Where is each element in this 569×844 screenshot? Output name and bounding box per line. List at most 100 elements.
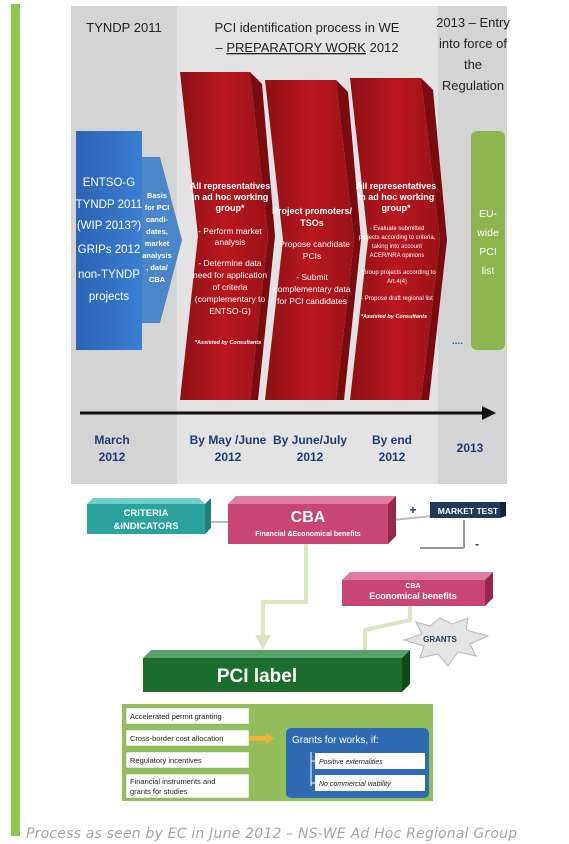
svg-text:CBA: CBA: [149, 275, 166, 284]
grants-burst: [402, 617, 490, 667]
svg-text:wide: wide: [476, 227, 499, 239]
svg-text:taking into account: taking into account: [372, 244, 422, 250]
connector-lines: [202, 515, 465, 549]
cba-to-pci-arrowhead: [255, 635, 271, 650]
criteria-label-1: CRITERIA: [124, 508, 169, 519]
benefit-cost-allocation: Cross-border cost allocation: [130, 734, 223, 743]
svg-text:list: list: [482, 265, 495, 277]
svg-text:GRIPs 2012: GRIPs 2012: [78, 244, 141, 256]
plus-sign: +: [409, 503, 416, 517]
svg-text:(complementary to: (complementary to: [195, 294, 266, 304]
benefit-accelerated-permit: Accelerated permit granting: [130, 712, 222, 721]
grants-label: GRANTS: [423, 635, 457, 644]
svg-text:candi-: candi-: [146, 215, 169, 224]
svg-text:Project promoters/: Project promoters/: [272, 206, 353, 216]
benefit-items: [125, 707, 250, 799]
process-step-1: [180, 72, 275, 400]
svg-text:dates,: dates,: [146, 227, 168, 236]
svg-text:projects according to criteria: projects according to criteria,: [359, 235, 436, 241]
left-accent-bar: [11, 4, 20, 836]
condition-box-2: [315, 775, 425, 791]
cba-title: CBA: [291, 509, 326, 526]
svg-text:*Assisted by Consultants: *Assisted by Consultants: [361, 314, 427, 320]
criteria-label-2: &INDICATORS: [113, 521, 178, 532]
svg-text:(WIP 2013?): (WIP 2013?): [77, 220, 142, 232]
benefit-financial-instruments: Financial instruments and: [130, 777, 215, 786]
cba-economical-box: [342, 572, 493, 606]
condition-no-commercial-viability: No commercial viability: [319, 781, 391, 788]
minus-sign: -: [475, 537, 479, 551]
svg-text:PCI: PCI: [479, 246, 497, 258]
svg-text:market: market: [145, 239, 170, 248]
process-step-1-text: All representatives in ad hoc working gr…: [190, 181, 271, 346]
svg-text:*Assisted by Consultants: *Assisted by Consultants: [195, 340, 261, 346]
svg-text:ENTSO-G: ENTSO-G: [83, 177, 135, 189]
svg-text:for PCI: for PCI: [145, 203, 170, 212]
svg-text:All representatives: All representatives: [190, 181, 271, 191]
pci-label-box: [143, 650, 410, 692]
svg-text:need for application: need for application: [193, 270, 267, 280]
timeline-end: By end: [372, 433, 412, 447]
condition-box-1: [315, 753, 425, 769]
header-pci-process: PCI identification process in WE: [215, 20, 400, 35]
svg-text:Basis: Basis: [147, 191, 167, 200]
svg-text:TYNDP 2011: TYNDP 2011: [76, 199, 143, 211]
yellow-connector: [249, 736, 269, 741]
svg-text:2013 – Entry: 2013 – Entry: [436, 15, 510, 30]
ellipsis: ....: [452, 336, 463, 347]
svg-text:ENTSO-G): ENTSO-G): [209, 306, 251, 316]
svg-text:complementary data: complementary data: [273, 284, 350, 294]
grants-for-works-title: Grants for works, if:: [292, 735, 379, 746]
timeline-june-july: By June/July: [273, 433, 347, 447]
basis-arrow-text: Basis for PCI candi- dates, market analy…: [142, 191, 172, 284]
svg-text:for PCI candidates: for PCI candidates: [277, 296, 347, 306]
svg-text:Regulation: Regulation: [442, 78, 504, 93]
svg-text:2012: 2012: [99, 450, 126, 464]
header-preparatory-work: – PREPARATORY WORK 2012: [215, 40, 398, 55]
svg-text:in ad hoc working: in ad hoc working: [358, 192, 435, 202]
svg-text:2012: 2012: [297, 450, 324, 464]
timeline-march: March: [94, 433, 129, 447]
source-projects-box: [76, 131, 142, 350]
market-test-box: [430, 502, 506, 518]
pci-process-diagram: TYNDP 2011 PCI identification process in…: [71, 6, 510, 484]
svg-text:non-TYNDP: non-TYNDP: [78, 269, 140, 281]
timeline-may-june: By May /June: [190, 433, 267, 447]
svg-text:- Propose draft regional list: - Propose draft regional list: [361, 296, 433, 302]
svg-text:2012: 2012: [379, 450, 406, 464]
market-test-label: MARKET TEST: [438, 506, 499, 516]
svg-text:TSOs: TSOs: [300, 218, 324, 228]
pci-label-diagram: CRITERIA &INDICATORS CBA Financial &Econ…: [87, 496, 506, 801]
svg-text:group*: group*: [382, 203, 411, 213]
svg-text:analysis: analysis: [215, 237, 246, 247]
timeline-2013: 2013: [457, 441, 484, 455]
cba-box: [228, 496, 396, 544]
cba2-to-pci-arrow: [363, 603, 412, 655]
process-step-2: [265, 80, 361, 400]
svg-text:, data/: , data/: [146, 263, 169, 272]
svg-text:- Determine data: - Determine data: [198, 258, 262, 268]
svg-text:PCIs: PCIs: [303, 251, 321, 261]
basis-arrow: [142, 157, 182, 323]
svg-text:projects: projects: [89, 291, 130, 303]
process-step-3: [350, 78, 447, 400]
figure-caption: Process as seen by EC in June 2012 – NS-…: [26, 826, 518, 842]
benefit-regulatory-incentives: Regulatory incentives: [130, 756, 202, 765]
process-step-2-text: Project promoters/ TSOs - Propose candid…: [272, 206, 353, 306]
svg-text:All representatives: All representatives: [356, 181, 437, 191]
header-2013-entry: 2013 – Entry into force of the Regulatio…: [436, 15, 510, 93]
svg-text:- Submit: - Submit: [296, 272, 328, 282]
svg-text:analysis: analysis: [142, 251, 172, 260]
svg-text:the: the: [464, 57, 482, 72]
svg-text:into force of: into force of: [439, 36, 507, 51]
svg-text:Art.4(4): Art.4(4): [387, 279, 407, 285]
svg-text:group*: group*: [216, 203, 245, 213]
timeline-arrow: [80, 406, 496, 420]
svg-text:- Propose candidate: - Propose candidate: [274, 239, 350, 249]
eu-wide-pci-list-text: EU- wide PCI list: [476, 208, 499, 277]
svg-text:ACER/NRA opinions: ACER/NRA opinions: [370, 253, 425, 259]
eu-wide-pci-list-box: [471, 131, 505, 350]
svg-text:EU-: EU-: [479, 208, 498, 220]
source-projects-text: ENTSO-G TYNDP 2011 (WIP 2013?) GRIPs 201…: [76, 177, 143, 303]
cba-subtitle: Financial &Economical benefits: [255, 531, 361, 538]
